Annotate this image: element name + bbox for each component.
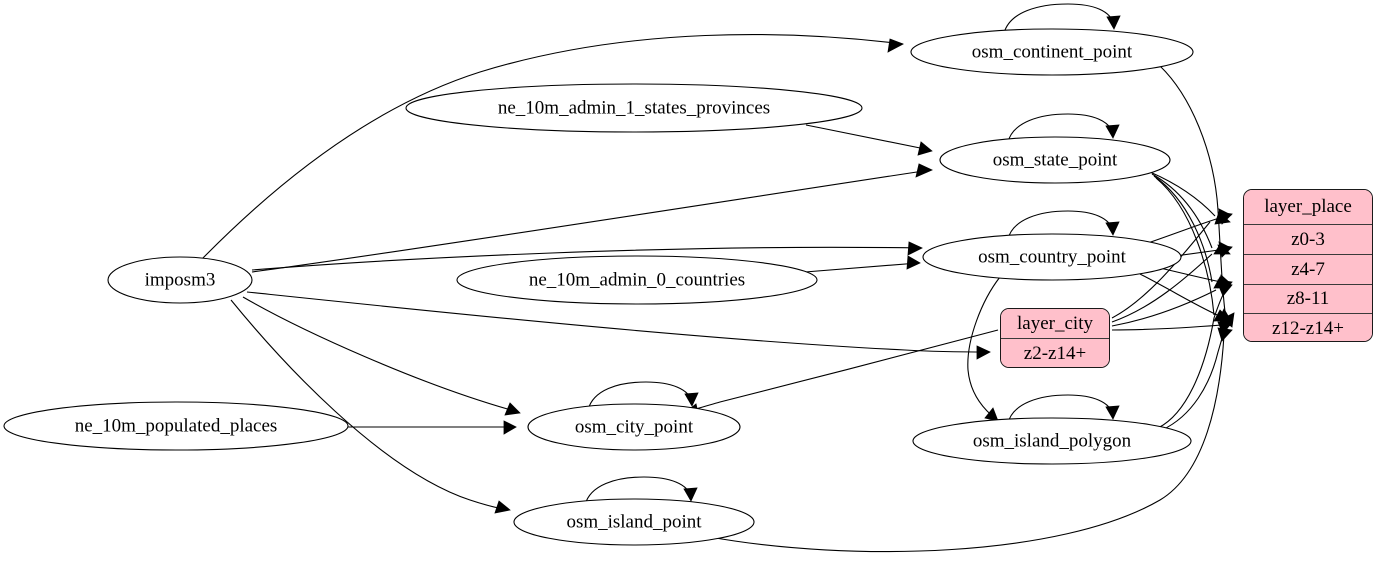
node-label-osm_city_point: osm_city_point [575, 416, 694, 437]
record-node-layer_place[interactable]: layer_place z0-3 z4-7 z8-11 z12-z14+ [1243, 189, 1373, 342]
node-ne_10m_admin_1_states_provinces[interactable]: ne_10m_admin_1_states_provinces [405, 83, 863, 133]
edge-layer_city-to-osm_city_point [687, 329, 999, 412]
node-ne_10m_populated_places[interactable]: ne_10m_populated_places [3, 401, 349, 451]
arrowhead-selfloop-osm_island_point [683, 487, 698, 502]
record-row-layer_city-z2-z14plus[interactable]: z2-z14+ [1001, 339, 1109, 367]
arrowhead-imposm3-layer_city [976, 345, 991, 360]
node-label-osm_continent_point: osm_continent_point [972, 41, 1133, 62]
selfloop-osm_country_point [1007, 210, 1114, 240]
node-shape-osm_city_point[interactable] [527, 403, 741, 451]
node-osm_city_point[interactable]: osm_city_point [527, 403, 741, 451]
edge-layer_city-to-z0_3 [1111, 221, 1211, 319]
node-shape-ne_10m_admin_1_states_provinces[interactable] [405, 83, 863, 133]
edge-imposm3-to-osm_island_point [230, 299, 509, 511]
node-shape-ne_10m_populated_places[interactable] [3, 401, 349, 451]
edge-osm_state_point-to-z8_11 [1153, 175, 1213, 283]
record-row-layer_place-header: layer_place [1244, 190, 1372, 225]
edge-osm_state_point-to-z0_3 [1149, 171, 1216, 217]
node-shape-osm_island_polygon[interactable] [912, 417, 1192, 465]
edge-imposm3-to-osm_city_point [242, 296, 519, 413]
arrowhead-osm_country_point-osm_island_polygon [984, 407, 999, 422]
node-label-ne_10m_populated_places: ne_10m_populated_places [75, 415, 278, 436]
record-row-layer_place-z0-3[interactable]: z0-3 [1244, 225, 1372, 255]
edge-osm_country_point-to-z8_11 [1159, 267, 1227, 284]
arrowhead-layer_city-z4_7 [1217, 244, 1233, 258]
node-label-ne_10m_admin_1_states_provinces: ne_10m_admin_1_states_provinces [498, 97, 770, 118]
arrowhead-selfloop-osm_country_point [1105, 221, 1120, 236]
selfloop-osm_island_polygon [1007, 394, 1114, 424]
arrowhead-admin_0_countries-osm_country_point [906, 255, 921, 270]
edge-imposm3-to-layer_city [246, 291, 989, 353]
arrowhead-selfloop-osm_city_point [684, 392, 699, 407]
edge-layer_city-to-z4_7 [1111, 253, 1213, 323]
arrowhead-osm_island_polygon-z8_11 [1217, 283, 1233, 297]
arrowhead-layer_city-z0_3 [1217, 211, 1233, 225]
edge-imposm3-to-osm_continent_point [201, 34, 904, 260]
node-osm_country_point[interactable]: osm_country_point [922, 233, 1182, 281]
edge-layer [201, 3, 1235, 553]
node-shape-osm_island_point[interactable] [513, 498, 755, 546]
edge-osm_continent_point-to-z12 [1159, 65, 1227, 321]
record-row-layer_place-z8-11[interactable]: z8-11 [1244, 285, 1372, 314]
node-osm_state_point[interactable]: osm_state_point [939, 136, 1171, 184]
selfloop-osm_continent_point [1003, 3, 1115, 34]
arrowhead-imposm3-osm_country_point [907, 241, 923, 256]
node-ne_10m_admin_0_countries[interactable]: ne_10m_admin_0_countries [456, 255, 818, 305]
arrowhead-imposm3-osm_island_point [494, 500, 511, 514]
arrowhead-imposm3-osm_state_point [915, 163, 933, 178]
record-row-layer_place-z4-7[interactable]: z4-7 [1244, 255, 1372, 285]
edge-imposm3-to-osm_country_point [251, 246, 921, 271]
edge-osm_state_point-to-z12_z14 [1155, 177, 1215, 316]
record-node-layer_city[interactable]: layer_city z2-z14+ [1000, 308, 1110, 368]
arrowhead-populated_places-osm_city_point [503, 420, 517, 435]
edge-osm_country_point-to-z12_z14 [1139, 273, 1225, 319]
node-label-osm_state_point: osm_state_point [993, 149, 1118, 170]
arrowhead-selfloop-osm_state_point [1105, 124, 1120, 139]
node-shape-osm_continent_point[interactable] [910, 28, 1194, 76]
node-shape-osm_state_point[interactable] [939, 136, 1171, 184]
node-label-osm_island_point: osm_island_point [566, 511, 702, 532]
edge-osm_island_polygon-to-z8_11 [1157, 288, 1227, 429]
selfloop-osm_island_point [584, 476, 692, 506]
selfloop-osm_state_point [1007, 113, 1114, 143]
edge-imposm3-to-osm_state_point [251, 169, 931, 273]
record-row-layer_city-header: layer_city [1001, 309, 1109, 339]
record-row-layer_place-z12-z14plus[interactable]: z12-z14+ [1244, 314, 1372, 341]
node-shape-osm_country_point[interactable] [922, 233, 1182, 281]
edge-layer_city-to-z12_z14 [1111, 324, 1223, 331]
arrowhead-selfloop-osm_continent_point [1106, 15, 1121, 30]
edge-osm_state_point-to-z4_7 [1151, 173, 1213, 249]
edge-states_provinces-to-osm_state_point [805, 124, 931, 151]
edge-osm_country_point-to-z0_3 [1144, 215, 1227, 245]
arrowhead-selfloop-osm_island_polygon [1105, 405, 1120, 420]
arrowhead-states_provinces-osm_state_point [917, 141, 933, 156]
node-label-ne_10m_admin_0_countries: ne_10m_admin_0_countries [529, 269, 745, 290]
arrowhead-imposm3-osm_continent_point [887, 38, 904, 53]
node-label-imposm3: imposm3 [145, 269, 216, 290]
node-osm_continent_point[interactable]: osm_continent_point [910, 28, 1194, 76]
edge-osm_island_point-to-z12_z14 [709, 334, 1225, 553]
node-osm_island_point[interactable]: osm_island_point [513, 498, 755, 546]
node-shape-ne_10m_admin_0_countries[interactable] [456, 255, 818, 305]
edge-admin_0_countries-to-osm_country_point [804, 262, 919, 273]
node-imposm3[interactable]: imposm3 [107, 256, 253, 304]
node-shape-imposm3[interactable] [107, 256, 253, 304]
selfloop-osm_city_point [587, 381, 693, 411]
node-layer: imposm3 ne_10m_admin_1_states_provinces … [3, 28, 1194, 546]
edge-layer_city-to-z8_11 [1111, 289, 1217, 327]
node-label-osm_country_point: osm_country_point [978, 246, 1126, 267]
arrowhead-osm_island_point-z12_z14 [1217, 327, 1233, 342]
edge-osm_country_point-to-osm_island_polygon [967, 276, 1001, 420]
node-osm_island_polygon[interactable]: osm_island_polygon [912, 417, 1192, 465]
edge-osm_island_polygon-to-z12_z14 [1161, 326, 1227, 431]
arrowhead-imposm3-osm_city_point [504, 402, 521, 416]
node-label-osm_island_polygon: osm_island_polygon [973, 430, 1132, 451]
